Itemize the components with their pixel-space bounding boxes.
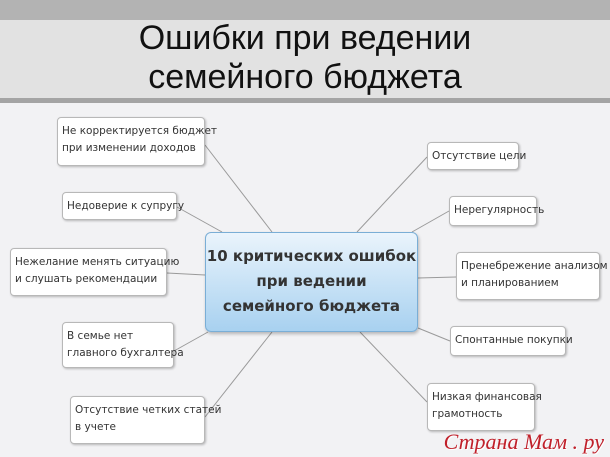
node-text: Отсутствие цели [432,150,527,162]
node-budget-not-adjusted: Не корректируется бюджет при изменении д… [57,117,218,166]
connector-left-3 [166,272,206,276]
node-text: Недоверие к супругу [67,200,185,212]
node-text: Низкая финансовая [432,391,542,403]
connector-left-1 [204,144,273,233]
connector-right-3 [417,276,457,279]
node-impulse-purchases: Спонтанные покупки [450,326,573,356]
node-text: и планированием [461,277,559,289]
title-band [0,20,610,98]
node-no-accountant: В семье нет главного бухгалтера [62,322,184,368]
central-topic: 10 критических ошибок при ведении семейн… [205,232,418,332]
connector-left-5 [204,331,273,418]
node-unwillingness-change: Нежелание менять ситуацию и слушать реко… [10,248,180,296]
connector-right-1 [356,156,428,233]
node-no-clear-categories: Отсутствие четких статей в учете [70,396,222,444]
connector-right-5 [359,331,428,403]
connector-right-2 [411,210,450,233]
top-bar [0,0,610,20]
node-text: в учете [75,421,116,433]
slide-title: Ошибки при ведении семейного бюджета [0,19,610,97]
node-distrust-spouse: Недоверие к супругу [62,192,185,220]
watermark-logo: Страна Мам . ру [443,429,604,454]
node-text: Отсутствие четких статей [75,404,222,416]
node-neglect-analysis: Пренебрежение анализом и планированием [456,252,608,300]
connector-left-4 [173,331,209,352]
node-text: Спонтанные покупки [455,334,573,346]
node-text: при изменении доходов [62,142,196,154]
node-text: Нерегулярность [454,204,545,216]
node-text: Пренебрежение анализом [461,260,608,272]
central-topic-line3: семейного бюджета [222,297,401,315]
node-text: Не корректируется бюджет [62,125,218,137]
node-text: главного бухгалтера [67,347,184,359]
node-no-goal: Отсутствие цели [427,142,527,170]
connector-left-2 [176,206,223,233]
node-text: В семье нет [67,330,134,342]
node-text: грамотность [432,408,503,420]
node-text: Нежелание менять ситуацию [15,256,180,268]
slide-title-line2: семейного бюджета [148,58,462,96]
node-low-literacy: Низкая финансовая грамотность [427,383,542,431]
central-topic-line2: при ведении [256,272,367,290]
node-irregularity: Нерегулярность [449,196,545,226]
title-divider [0,98,610,103]
central-topic-line1: 10 критических ошибок [206,247,417,265]
connector-right-4 [417,327,451,342]
slide-title-line1: Ошибки при ведении [138,19,472,57]
node-text: и слушать рекомендации [15,273,158,285]
